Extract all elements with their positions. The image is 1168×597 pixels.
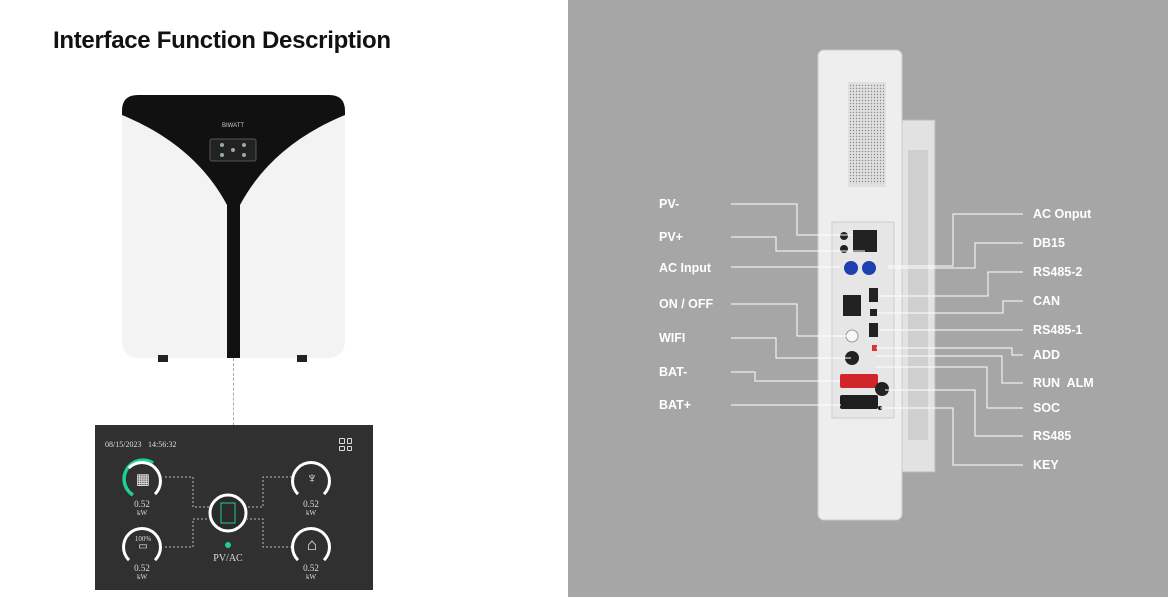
label-pv-minus: PV- [659,197,680,211]
pv-unit: kW [136,509,148,517]
home-value: 0.52 [303,563,319,573]
connector-line [233,358,234,440]
inverter-front-view: BIWATT [122,95,345,362]
grid-value: 0.52 [303,499,319,509]
label-pv-plus: PV+ [659,230,683,244]
label-bat-minus: BAT- [659,365,688,379]
label-soc: SOC [1033,401,1061,415]
brand-logo: BIWATT [222,123,244,129]
label-wifi: WIFI [659,331,686,345]
label-rs485: RS485 [1033,429,1072,443]
display-screen: 08/15/2023 14:56:32 ▦ 0.52 kW ♆ 0.52 kW … [95,425,373,590]
label-run-alm: RUN ALM [1033,376,1094,390]
label-add: ADD [1033,348,1061,362]
label-bat-plus: BAT+ [659,398,692,412]
label-ac-onput: AC Onput [1033,207,1092,221]
battery-soc: 100% [134,535,152,543]
label-on-off: ON / OFF [659,297,714,311]
screen-date: 08/15/2023 [105,440,142,449]
pv-value: 0.52 [134,499,150,509]
home-unit: kW [305,573,317,581]
home-gauge [291,527,331,567]
solar-panel-icon: ▦ [135,471,151,488]
grid-icon[interactable] [339,438,352,451]
grid-unit: kW [305,509,317,517]
mode-label: PV/AC [213,553,243,564]
battery-gauge [122,527,162,567]
page-title: Interface Function Description [53,27,391,54]
battery-value: 0.52 [134,563,150,573]
label-ac-input: AC Input [659,261,712,275]
label-rs485-2: RS485-2 [1033,265,1083,279]
label-key: KEY [1033,458,1059,472]
label-can: CAN [1033,294,1061,308]
battery-unit: kW [136,573,148,581]
power-tower-icon: ♆ [306,470,318,487]
label-db15: DB15 [1033,236,1065,250]
pv-gauge [122,461,162,501]
grid-gauge [291,461,331,501]
house-icon: ⌂ [306,535,318,554]
label-rs485-1: RS485-1 [1033,323,1083,337]
battery-icon: ▭ [138,541,148,552]
screen-time: 14:56:32 [148,440,177,449]
